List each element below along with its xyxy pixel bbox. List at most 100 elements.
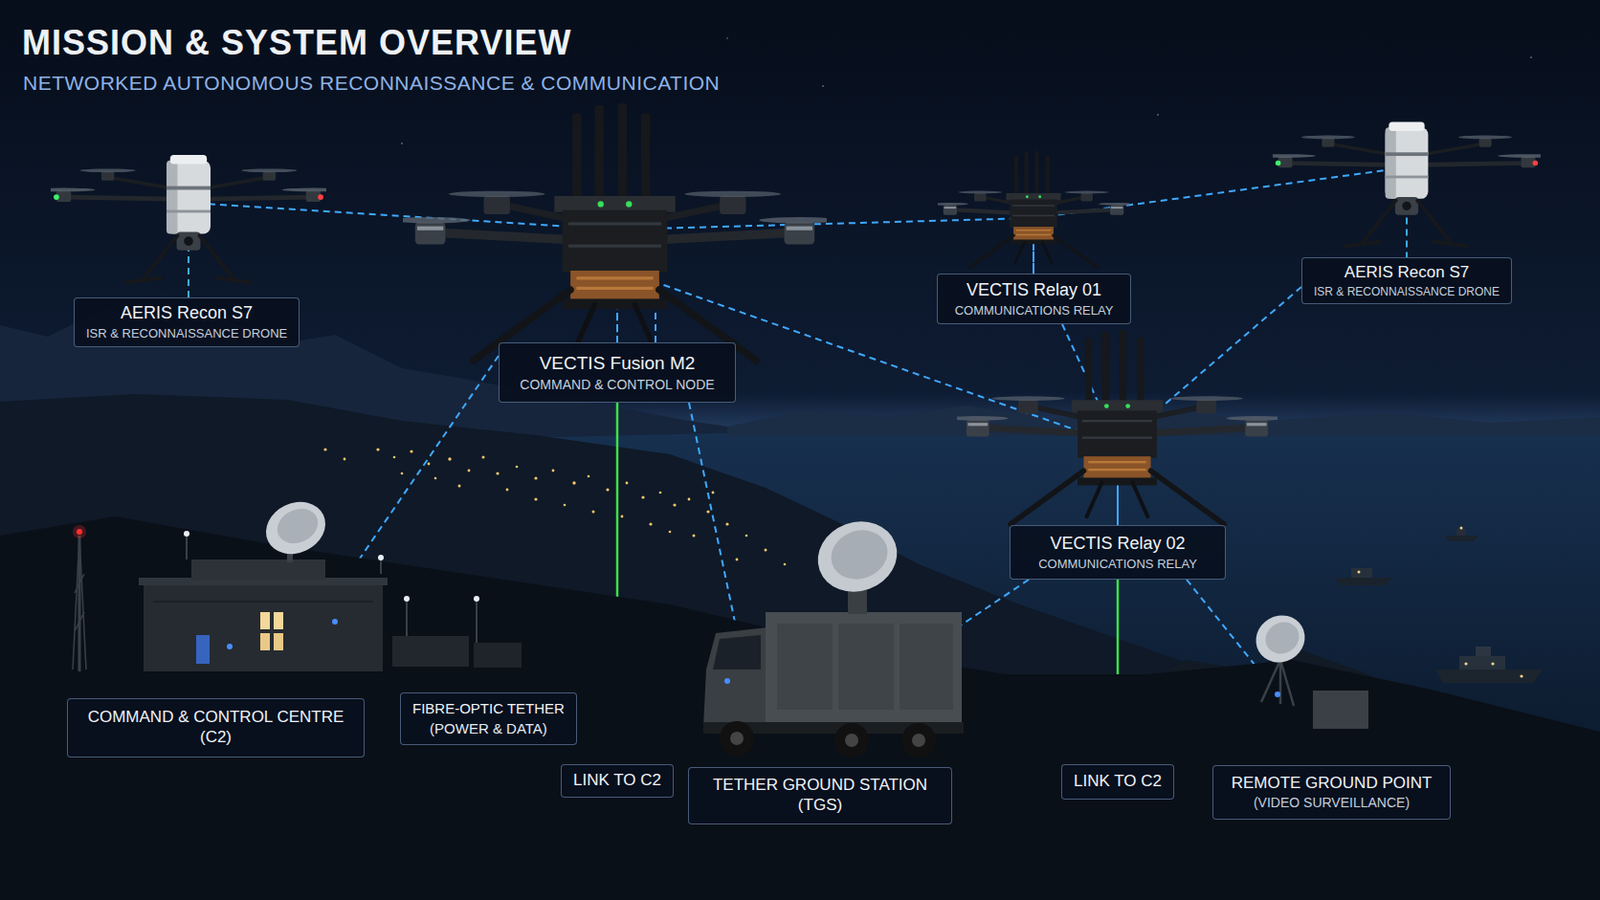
drones (32, 103, 1559, 525)
illustration-rect (273, 612, 284, 630)
illustration-circle (719, 721, 755, 756)
illustration-ellipse (823, 522, 894, 588)
diagram-title: MISSION & SYSTEM OVERVIEW (22, 22, 572, 63)
illustration-circle (572, 481, 576, 485)
illustration-circle (725, 522, 729, 526)
illustration-circle (726, 37, 729, 40)
illustration-rect (473, 643, 522, 668)
illustration-circle (376, 447, 379, 451)
illustration-circle (1357, 571, 1361, 575)
illustration-ellipse (1246, 606, 1313, 672)
node-title: AERIS Recon S7 (120, 303, 253, 325)
node-title: REMOTE GROUND POINT (1231, 774, 1433, 795)
illustration-circle (901, 723, 936, 758)
illustration-circle (587, 475, 591, 479)
subtitle: NETWORKED AUTONOMOUS RECONNAISSANCE & CO… (22, 70, 720, 95)
illustration-circle (533, 476, 537, 480)
illustration-circle (506, 488, 510, 492)
node-subtitle: COMMUNICATIONS RELAY (1038, 556, 1198, 573)
ships (1334, 527, 1543, 685)
node-subtitle: ISR & RECONNAISSANCE DRONE (86, 326, 288, 342)
illustration-circle (343, 458, 347, 462)
illustration-circle (621, 515, 624, 519)
node-title: COMMAND & CONTROL CENTRE (C2) (79, 708, 353, 748)
illustration-circle (735, 558, 739, 562)
illustration-path (0, 394, 1600, 900)
illustration-path (1444, 535, 1479, 542)
illustration-ellipse (271, 502, 324, 550)
illustration-circle (409, 449, 413, 453)
illustration-circle (403, 596, 410, 602)
illustration-ellipse (257, 492, 334, 564)
illustration-rect (143, 583, 383, 672)
illustration-path (712, 635, 761, 670)
illustration-circle (592, 511, 596, 514)
node-title: LINK TO C2 (1073, 772, 1162, 793)
tether-label: FIBRE-OPTIC TETHER(POWER & DATA) (400, 692, 578, 746)
illustration-line (475, 600, 478, 644)
node-title: VECTIS Fusion M2 (539, 352, 696, 375)
illustration-circle (764, 549, 768, 553)
illustration-rect (273, 633, 284, 651)
illustration-line (379, 559, 382, 575)
illustration-circle (76, 529, 83, 535)
illustration-circle (1274, 691, 1281, 698)
illustration-path (1334, 577, 1393, 586)
illustration-rect (196, 635, 210, 665)
illustration-circle (447, 457, 451, 461)
illustration-circle (911, 733, 926, 748)
illustration-circle (427, 463, 431, 467)
illustration-circle (323, 447, 327, 451)
illustration-circle (377, 555, 384, 561)
illustration-circle (1519, 674, 1523, 678)
illustration-use (32, 155, 345, 283)
illustration-path (703, 627, 771, 728)
node-title: LINK TO C2 (573, 771, 662, 792)
drone-label: AERIS Recon S7ISR & RECONNAISSANCE DRONE (73, 297, 300, 348)
node-title: AERIS Recon S7 (1344, 263, 1469, 284)
illustration-circle (605, 488, 609, 491)
illustration-rect (1351, 568, 1373, 578)
illustration-circle (533, 497, 537, 501)
illustration-rect (1456, 529, 1467, 536)
drone-label: AERIS Recon S7ISR & RECONNAISSANCE DRONE (1301, 257, 1512, 305)
illustration-circle (393, 456, 397, 460)
illustration-circle (822, 85, 824, 88)
illustration-circle (745, 534, 749, 538)
illustration-use (389, 103, 840, 361)
illustration-rect (191, 559, 326, 581)
illustration-ellipse (807, 511, 908, 603)
illustration-rect (777, 623, 833, 711)
illustration-circle (672, 503, 676, 507)
illustration-path (72, 535, 87, 670)
illustration-circle (648, 522, 652, 526)
node-subtitle: COMMUNICATIONS RELAY (955, 303, 1114, 319)
illustration-circle (668, 531, 672, 534)
illustration-circle (226, 644, 233, 650)
illustration-circle (473, 596, 480, 602)
illustration-circle (724, 678, 731, 685)
illustration-circle (1156, 113, 1159, 116)
illustration-circle (400, 142, 403, 145)
illustration-circle (1460, 527, 1464, 531)
illustration-rect (392, 636, 469, 667)
illustration-rect (260, 612, 270, 630)
node-title: VECTIS Relay 01 (966, 280, 1102, 302)
illustration-circle (659, 491, 663, 495)
illustration-circle (563, 504, 567, 508)
drone-label: VECTIS Fusion M2COMMAND & CONTROL NODE (498, 342, 736, 403)
illustration-circle (495, 471, 499, 475)
illustration-path (0, 516, 1600, 900)
illustration-line (405, 600, 408, 637)
illustration-circle (72, 525, 87, 539)
illustration-ellipse (1259, 616, 1305, 661)
city-lights (323, 447, 786, 566)
site-label: REMOTE GROUND POINT(VIDEO SURVEILLANCE) (1212, 765, 1451, 821)
link-label: LINK TO C2 (560, 764, 674, 799)
illustration-circle (332, 619, 338, 625)
link-label: LINK TO C2 (1061, 764, 1175, 800)
illustration-use (947, 330, 1288, 525)
illustration-circle (730, 732, 744, 746)
illustration-circle (641, 495, 645, 499)
